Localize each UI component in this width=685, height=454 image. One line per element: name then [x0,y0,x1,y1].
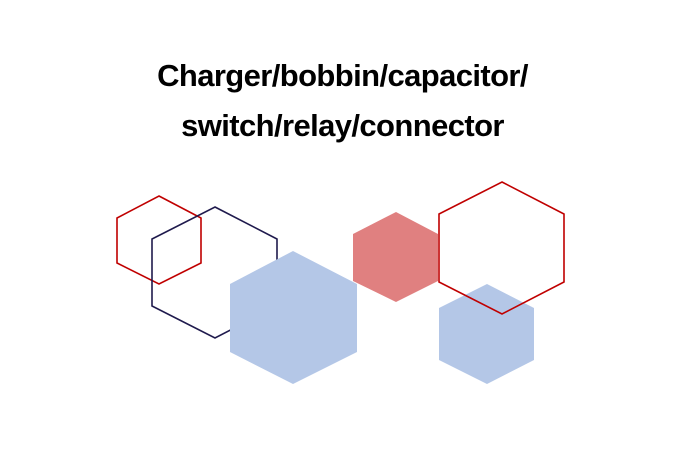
hexagon-blue-fill-large [230,251,357,384]
title-line-2: switch/relay/connector [181,108,504,143]
hexagon-red-outline-large [438,181,565,315]
hexagon-red-fill [353,212,438,302]
title-line-1: Charger/bobbin/capacitor/ [157,58,528,93]
hexagon-navy-outline [151,206,278,339]
hexagon-blue-fill-small [439,284,534,384]
hexagon-red-outline-small [116,195,202,285]
